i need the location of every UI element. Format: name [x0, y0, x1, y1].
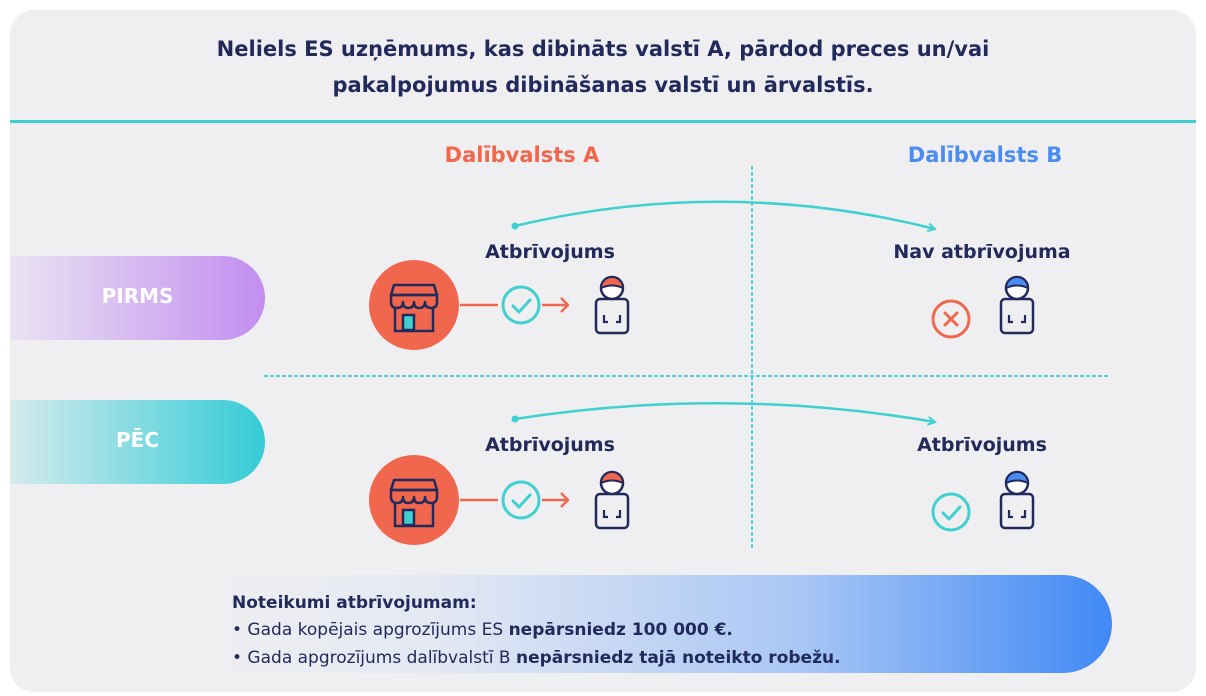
rule-item-2: • Gada apgrozījums dalībvalstī B nepārsn… [232, 648, 841, 668]
arrow-right-icon [542, 492, 570, 508]
customer-icon [999, 275, 1035, 335]
column-header-b: Dalībvalsts B [907, 143, 1063, 167]
rule-item-2-text: • Gada apgrozījums dalībvalstī B [232, 648, 516, 668]
cross-circle-icon [931, 299, 971, 339]
status-before-a: Atbrīvojums [485, 241, 615, 263]
check-circle-icon [931, 492, 971, 532]
rules-title: Noteikumi atbrīvojumam: [232, 593, 477, 613]
row-label-after-text: PĒC [116, 428, 159, 452]
arc-arrow-after [514, 401, 935, 422]
check-circle-icon [501, 480, 541, 520]
rule-item-1: • Gada kopējais apgrozījums ES nepārsnie… [232, 620, 733, 640]
column-header-a: Dalībvalsts A [444, 143, 600, 167]
title-line-1: Neliels ES uzņēmums, kas dibināts valstī… [216, 37, 990, 61]
status-after-a: Atbrīvojums [485, 434, 615, 456]
row-label-before-text: PIRMS [101, 284, 174, 308]
customer-icon [999, 470, 1035, 530]
arrow-right-icon [542, 297, 570, 313]
check-circle-icon [501, 285, 541, 325]
status-after-b: Atbrīvojums [917, 434, 1047, 456]
title-divider [10, 120, 1196, 123]
shop-icon [369, 260, 459, 350]
rules-box [215, 575, 1112, 673]
rule-item-2-emphasis: nepārsniedz tajā noteikto robežu. [515, 648, 841, 668]
status-before-b: Nav atbrīvojuma [893, 241, 1071, 263]
rule-item-1-emphasis: nepārsniedz 100 000 €. [508, 620, 733, 640]
customer-icon [594, 275, 630, 335]
title-line-2: pakalpojumus dibināšanas valstī un ārval… [332, 73, 874, 97]
shop-icon [369, 455, 459, 545]
customer-icon [594, 470, 630, 530]
row-label-before: PIRMS [10, 256, 265, 340]
rule-item-1-text: • Gada kopējais apgrozījums ES [232, 620, 509, 640]
row-label-after: PĒC [10, 400, 265, 484]
arc-arrow-before [514, 200, 935, 229]
